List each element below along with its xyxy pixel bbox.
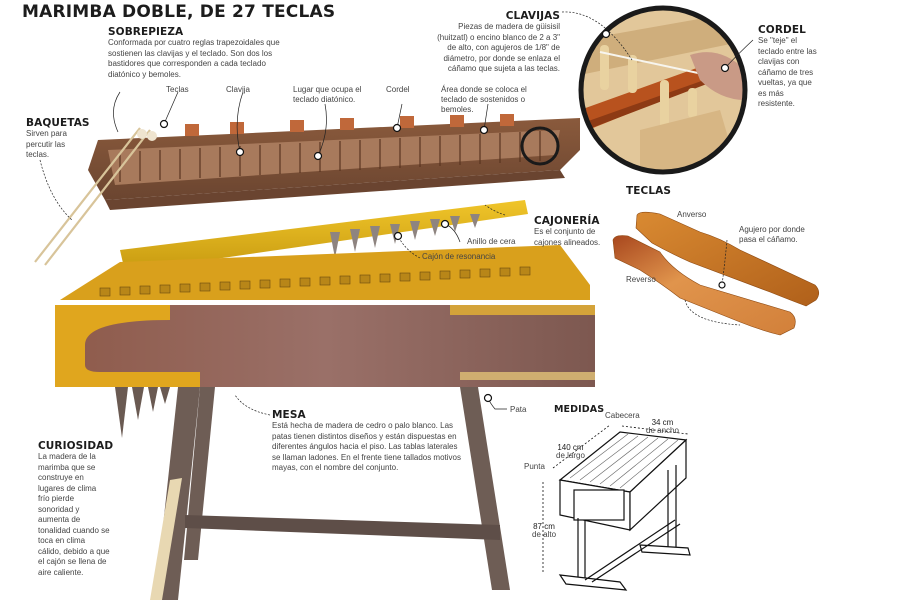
alto-value: 87 cm xyxy=(533,522,555,531)
baquetas-callout: BAQUETAS Sirven para percutir las teclas… xyxy=(26,117,90,161)
label-cabecera: Cabecera xyxy=(605,411,640,420)
sobrepieza-text: Conformada por cuatro reglas trapezoidal… xyxy=(108,38,280,79)
marimba-body xyxy=(55,245,595,387)
sobrepieza-callout: SOBREPIEZA Conformada por cuatro reglas … xyxy=(108,26,288,80)
cajoneria-heading: CAJONERÍA xyxy=(534,215,600,227)
largo-value: 140 cm xyxy=(557,443,584,452)
curiosidad-text: La madera de la marimba que se construye… xyxy=(38,452,110,577)
largo-sub: de largo xyxy=(556,451,585,460)
medida-ancho: 34 cm de ancho xyxy=(646,418,679,436)
clavijas-heading: CLAVIJAS xyxy=(505,10,560,22)
clavijas-callout: CLAVIJAS Piezas de madera de güisisil (h… xyxy=(430,10,560,75)
teclas-keys xyxy=(612,211,820,336)
medida-largo: 140 cm de largo xyxy=(556,443,585,461)
label-anillo-cera: Anillo de cera xyxy=(467,237,516,246)
cordel-detail-photo xyxy=(581,8,745,172)
label-reverso: Reverso xyxy=(626,275,656,284)
teclas-heading: TECLAS xyxy=(626,185,672,197)
medida-alto: 87 cm de alto xyxy=(532,522,556,540)
cajoneria-text: Es el conjunto de cajones alineados. xyxy=(534,227,601,247)
page-title: MARIMBA DOBLE, DE 27 TECLAS xyxy=(22,2,336,22)
cordel-heading: CORDEL xyxy=(758,24,806,36)
label-agujero: Agujero por donde pasa el cáñamo. xyxy=(739,225,805,244)
cordel-text: Se "teje" el teclado entre las clavijas … xyxy=(758,36,817,108)
sobrepieza-frame xyxy=(88,114,580,210)
label-cordel: Cordel xyxy=(386,85,410,94)
cordel-callout: CORDEL Se "teje" el teclado entre las cl… xyxy=(758,24,820,110)
baquetas-heading: BAQUETAS xyxy=(26,117,90,129)
clavijas-text: Piezas de madera de güisisil (huitzatl) … xyxy=(437,22,560,73)
curiosidad-callout: CURIOSIDAD La madera de la marimba que s… xyxy=(38,440,114,578)
baquetas-text: Sirven para percutir las teclas. xyxy=(26,129,67,159)
label-teclas: Teclas xyxy=(166,85,189,94)
label-pata: Pata xyxy=(510,405,527,414)
alto-sub: de alto xyxy=(532,530,557,539)
cajoneria-callout: CAJONERÍA Es el conjunto de cajones alin… xyxy=(534,215,604,248)
mesa-heading: MESA xyxy=(272,409,306,421)
teclas-callout: TECLAS xyxy=(626,185,671,197)
curiosidad-heading: CURIOSIDAD xyxy=(38,440,114,452)
mesa-text: Está hecha de madera de cedro o palo bla… xyxy=(272,421,461,472)
label-area-bemoles: Área donde se coloca el teclado de soste… xyxy=(441,85,527,114)
medidas-callout: MEDIDAS xyxy=(554,404,604,415)
baquetas xyxy=(34,127,151,266)
medidas-heading: MEDIDAS xyxy=(554,404,605,415)
ancho-sub: de ancho xyxy=(646,426,679,435)
label-cajon-resonancia: Cajón de resonancia xyxy=(422,252,496,261)
label-anverso: Anverso xyxy=(677,210,707,219)
label-lugar-diatonico: Lugar que ocupa el teclado diatónico. xyxy=(293,85,362,104)
label-clavija: Clavija xyxy=(226,85,251,94)
label-punta: Punta xyxy=(524,462,545,471)
medidas-drawing xyxy=(558,431,691,591)
sobrepieza-heading: SOBREPIEZA xyxy=(108,26,184,38)
ancho-value: 34 cm xyxy=(651,418,674,427)
mesa-callout: MESA Está hecha de madera de cedro o pal… xyxy=(272,409,467,474)
